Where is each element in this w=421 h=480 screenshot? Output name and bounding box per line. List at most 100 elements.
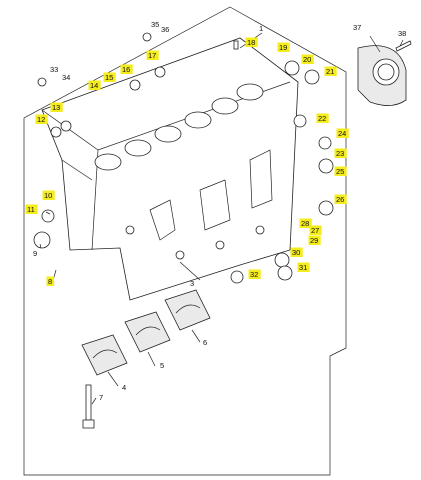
callout-19: 19 <box>277 42 290 52</box>
rear-seal-housing <box>357 45 407 106</box>
plug-13 <box>60 120 72 132</box>
callout-highlight <box>301 54 314 64</box>
callout-number: 9 <box>33 249 37 258</box>
callout-number: 8 <box>48 277 52 286</box>
callout-highlight <box>309 225 322 235</box>
callout-38: 38 <box>398 29 406 38</box>
callout-highlight <box>35 114 48 124</box>
callout-18: 18 <box>245 37 258 47</box>
callout-number: 26 <box>336 195 344 204</box>
bolt-38 <box>395 40 412 52</box>
callout-9: 9 <box>33 249 37 258</box>
callout-29: 29 <box>308 235 321 245</box>
callout-number: 23 <box>336 149 344 158</box>
assembly-frame <box>23 6 347 476</box>
callout-number: 18 <box>247 38 255 47</box>
callout-number: 27 <box>311 226 319 235</box>
plug-12 <box>50 126 62 138</box>
plug-25 <box>318 158 334 174</box>
plug-26 <box>318 200 334 216</box>
pin-18 <box>233 40 239 50</box>
screw-35 <box>142 32 152 42</box>
callout-36: 36 <box>161 25 169 34</box>
callout-4: 4 <box>122 383 126 392</box>
callout-21: 21 <box>324 66 337 76</box>
callout-8: 8 <box>46 276 55 286</box>
callout-highlight <box>248 269 261 279</box>
callout-23: 23 <box>334 148 347 158</box>
callout-highlight <box>277 42 290 52</box>
callout-35: 35 <box>151 20 159 29</box>
callout-number: 17 <box>148 51 156 60</box>
callout-highlight <box>290 247 303 257</box>
callout-number: 21 <box>326 67 334 76</box>
callout-highlight <box>299 218 312 228</box>
cylinder-block <box>41 37 299 301</box>
callout-11: 11 <box>25 204 38 214</box>
callout-27: 27 <box>309 225 322 235</box>
callout-highlight <box>146 50 159 60</box>
callout-number: 36 <box>161 25 169 34</box>
callout-37: 37 <box>353 23 361 32</box>
plug-20 <box>284 60 300 76</box>
plug-17 <box>154 66 166 78</box>
callout-number: 6 <box>203 338 207 347</box>
bearing-cap-5 <box>124 311 171 353</box>
callout-highlight <box>336 128 349 138</box>
callout-highlight <box>42 190 55 200</box>
callout-highlight <box>50 102 63 112</box>
callout-number: 19 <box>279 43 287 52</box>
callout-17: 17 <box>146 50 159 60</box>
callout-14: 14 <box>88 80 101 90</box>
callout-number: 3 <box>190 279 194 288</box>
callout-highlight <box>308 235 321 245</box>
callout-16: 16 <box>120 64 133 74</box>
callout-highlight <box>334 166 347 176</box>
callout-number: 22 <box>318 114 326 123</box>
callout-10: 10 <box>42 190 55 200</box>
screw-33 <box>37 77 47 87</box>
plug-31 <box>277 265 293 281</box>
callout-number: 15 <box>105 73 113 82</box>
plug-30 <box>274 252 290 268</box>
plug-16 <box>129 79 141 91</box>
callout-number: 37 <box>353 23 361 32</box>
callout-3: 3 <box>190 279 194 288</box>
bearing-cap-4 <box>81 334 128 376</box>
callout-number: 33 <box>50 65 58 74</box>
callout-20: 20 <box>301 54 314 64</box>
callout-highlight <box>120 64 133 74</box>
callout-highlight <box>245 37 258 47</box>
callout-number: 38 <box>398 29 406 38</box>
callout-1: 1 <box>259 24 263 33</box>
callout-highlight <box>297 262 310 272</box>
callout-24: 24 <box>336 128 349 138</box>
callout-number: 35 <box>151 20 159 29</box>
callout-number: 7 <box>99 393 103 402</box>
callout-28: 28 <box>299 218 312 228</box>
callout-highlight <box>88 80 101 90</box>
callout-number: 10 <box>44 191 52 200</box>
callout-7: 7 <box>99 393 103 402</box>
plug-32 <box>230 270 244 284</box>
plug-21 <box>304 69 320 85</box>
callout-26: 26 <box>334 194 347 204</box>
callout-number: 4 <box>122 383 126 392</box>
callout-number: 11 <box>27 205 35 214</box>
callout-5: 5 <box>160 361 164 370</box>
cap-bolt-7 <box>82 384 95 429</box>
callout-number: 29 <box>310 236 318 245</box>
callout-number: 20 <box>303 55 311 64</box>
plug-11 <box>41 209 55 223</box>
callout-number: 14 <box>90 81 98 90</box>
callout-33: 33 <box>50 65 58 74</box>
callout-highlight <box>334 148 347 158</box>
callout-22: 22 <box>316 113 329 123</box>
callout-15: 15 <box>103 72 116 82</box>
callout-number: 16 <box>122 65 130 74</box>
callout-number: 25 <box>336 167 344 176</box>
bearing-cap-6 <box>164 289 211 331</box>
plug-24 <box>318 136 332 150</box>
callout-number: 24 <box>338 129 346 138</box>
